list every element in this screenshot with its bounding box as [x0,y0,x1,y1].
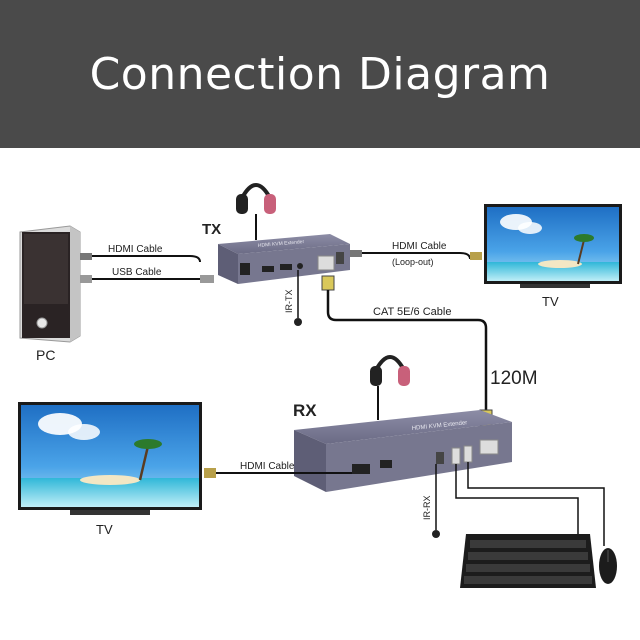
header-banner: Connection Diagram [0,0,640,148]
tx-device [218,234,350,284]
loop-out-note: (Loop-out) [392,257,434,267]
distance-label: 120M [490,368,538,389]
loop-hdmi-cable [350,250,482,260]
cat-cable-label: CAT 5E/6 Cable [373,306,451,318]
tx-label: TX [202,221,221,238]
pc-usb-cable-label: USB Cable [112,267,162,278]
ir-tx-label: IR-TX [284,290,294,314]
rx-hdmi-cable [204,468,352,478]
mouse-usb-cable [467,462,605,546]
keyboard-icon [460,534,596,588]
tv-bottom-label: TV [96,522,113,537]
rx-device [294,410,512,492]
keyboard-usb-cable [455,464,579,534]
mouse-icon [599,548,617,584]
loop-hdmi-cable-label: HDMI Cable [392,241,447,252]
pc-tower [19,225,81,343]
ir-tx-receiver [294,270,302,326]
pc-label: PC [36,347,55,363]
pc-usb-cable [80,275,214,283]
ir-rx-label: IR-RX [422,496,432,521]
pc-hdmi-cable-label: HDMI Cable [108,244,163,255]
tv-top-label: TV [542,294,559,309]
page-title: Connection Diagram [89,48,551,100]
connection-diagram: PC HDMI Cable USB Cable HDMI KVM Extende… [18,183,622,588]
rx-headphones-icon [370,355,410,420]
rx-label: RX [293,401,317,420]
tx-headphones-icon [236,183,276,240]
rx-hdmi-cable-label: HDMI Cable [240,461,295,472]
tx-panel-text: HDMI KVM Extender [258,239,305,249]
tv-top [484,204,622,288]
pc-hdmi-cable [80,253,201,263]
tv-bottom [18,402,202,515]
rx-panel-text: HDMI KVM Extender [412,420,468,432]
cat-cable [321,275,493,427]
ir-rx-receiver [432,464,440,538]
